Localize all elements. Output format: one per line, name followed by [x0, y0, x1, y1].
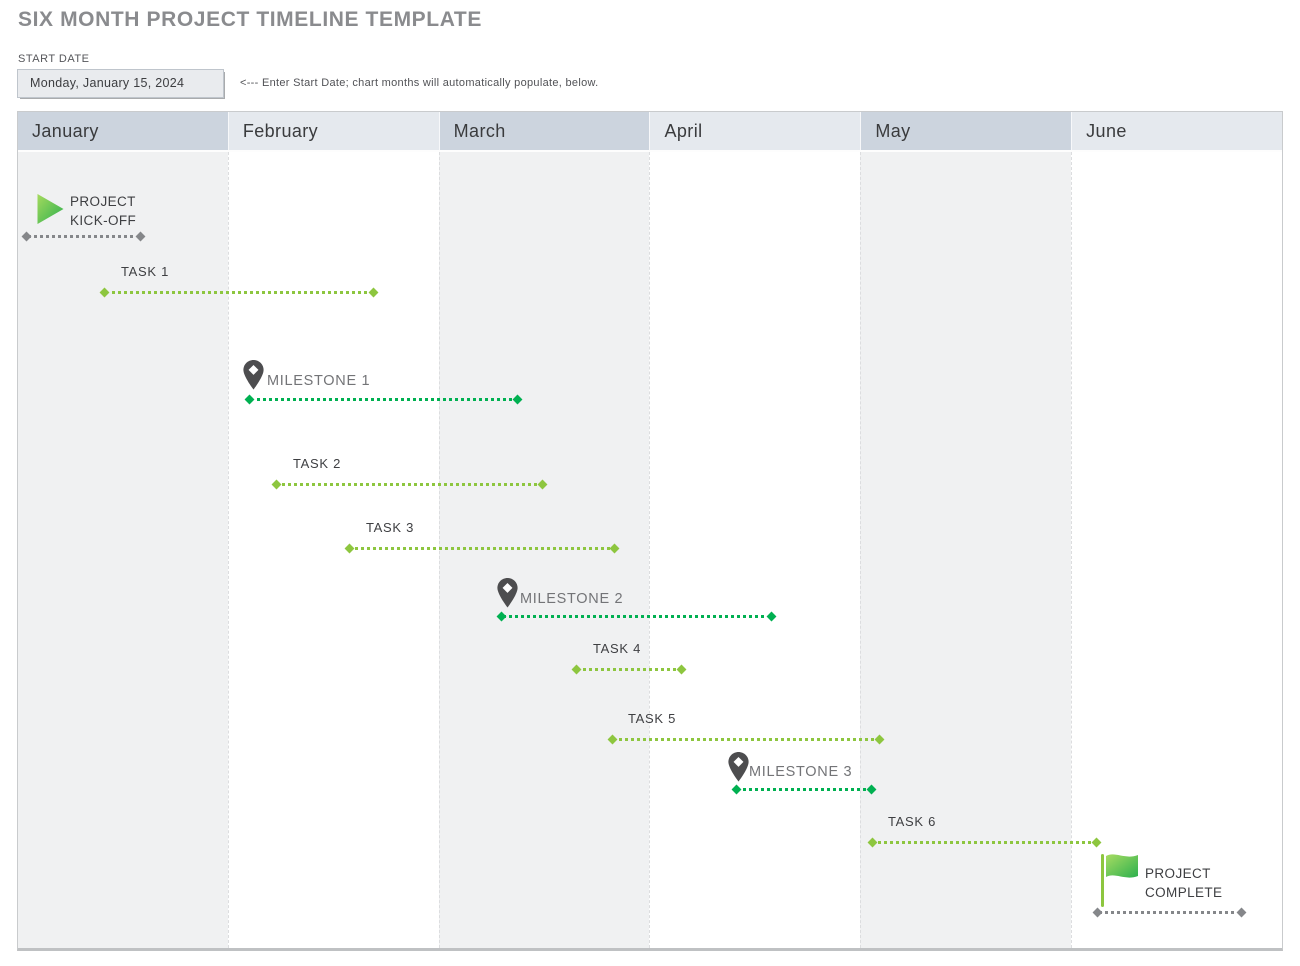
month-column-march	[438, 152, 650, 948]
month-header-january: January	[18, 112, 228, 150]
month-header-june: June	[1071, 112, 1282, 150]
month-column-february	[227, 152, 439, 948]
month-columns	[18, 150, 1282, 948]
month-column-january	[18, 152, 228, 948]
month-column-june	[1071, 152, 1282, 948]
start-date-input[interactable]: Monday, January 15, 2024	[17, 69, 224, 98]
timeline-chart: January February March April May June	[17, 111, 1283, 951]
month-header-march: March	[438, 112, 650, 150]
page-title: SIX MONTH PROJECT TIMELINE TEMPLATE	[18, 8, 482, 31]
month-header-may: May	[860, 112, 1072, 150]
start-date-label: START DATE	[18, 53, 90, 65]
month-header-april: April	[649, 112, 861, 150]
month-column-april	[649, 152, 861, 948]
month-header-february: February	[227, 112, 439, 150]
month-header-row: January February March April May June	[18, 112, 1282, 150]
month-column-may	[860, 152, 1072, 948]
start-date-hint: <--- Enter Start Date; chart months will…	[240, 77, 599, 89]
